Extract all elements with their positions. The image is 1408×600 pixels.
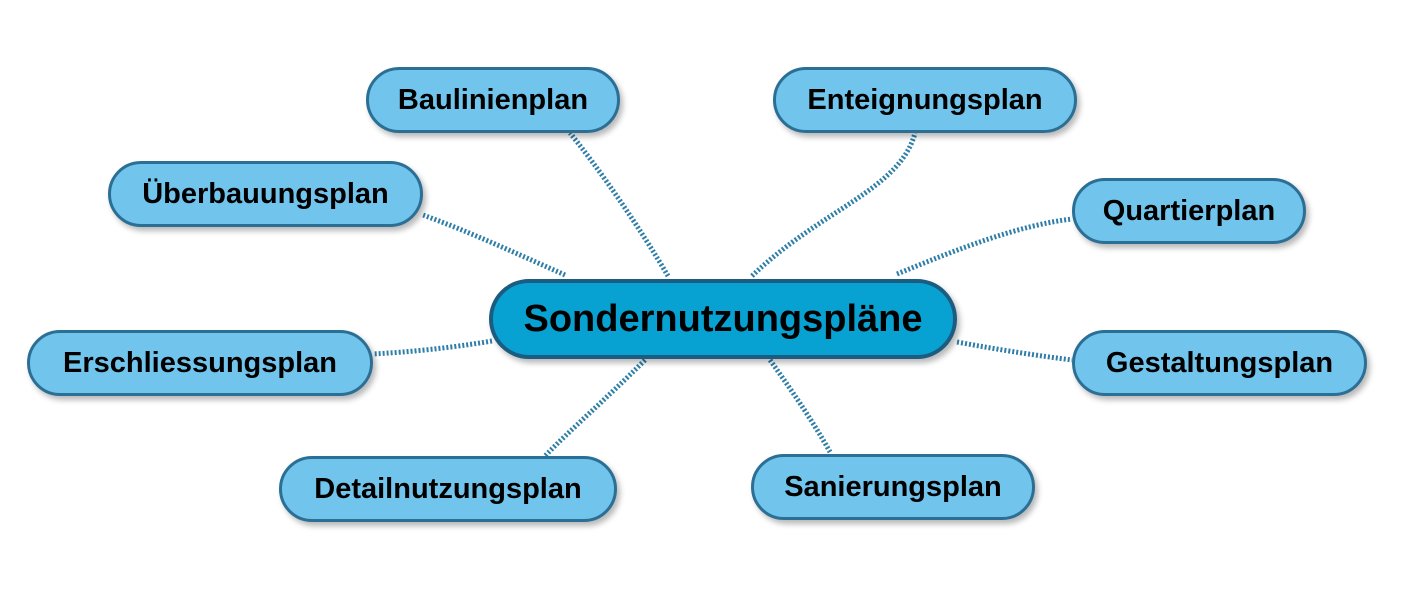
node-gestaltungsplan[interactable]: Gestaltungsplan	[1072, 330, 1367, 396]
node-baulinienplan[interactable]: Baulinienplan	[366, 67, 620, 133]
node-ueberbauungsplan[interactable]: Überbauungsplan	[108, 161, 423, 227]
node-quartierplan[interactable]: Quartierplan	[1072, 178, 1306, 244]
connector-detailnutzungsplan	[543, 358, 647, 458]
connector-enteignungsplan	[750, 132, 918, 278]
connector-baulinienplan	[568, 131, 671, 278]
node-erschliessungsplan[interactable]: Erschliessungsplan	[27, 330, 373, 396]
node-enteignungsplan[interactable]: Enteignungsplan	[773, 67, 1077, 133]
connector-sanierungsplan	[767, 358, 833, 454]
node-sanierungsplan[interactable]: Sanierungsplan	[751, 454, 1035, 520]
center-node[interactable]: Sondernutzungspläne	[489, 279, 957, 359]
node-detailnutzungsplan[interactable]: Detailnutzungsplan	[279, 456, 617, 522]
connector-erschliessungsplan	[372, 338, 493, 357]
connector-gestaltungsplan	[956, 339, 1073, 363]
connector-ueberbauungsplan	[422, 212, 567, 278]
connector-quartierplan	[896, 216, 1073, 277]
